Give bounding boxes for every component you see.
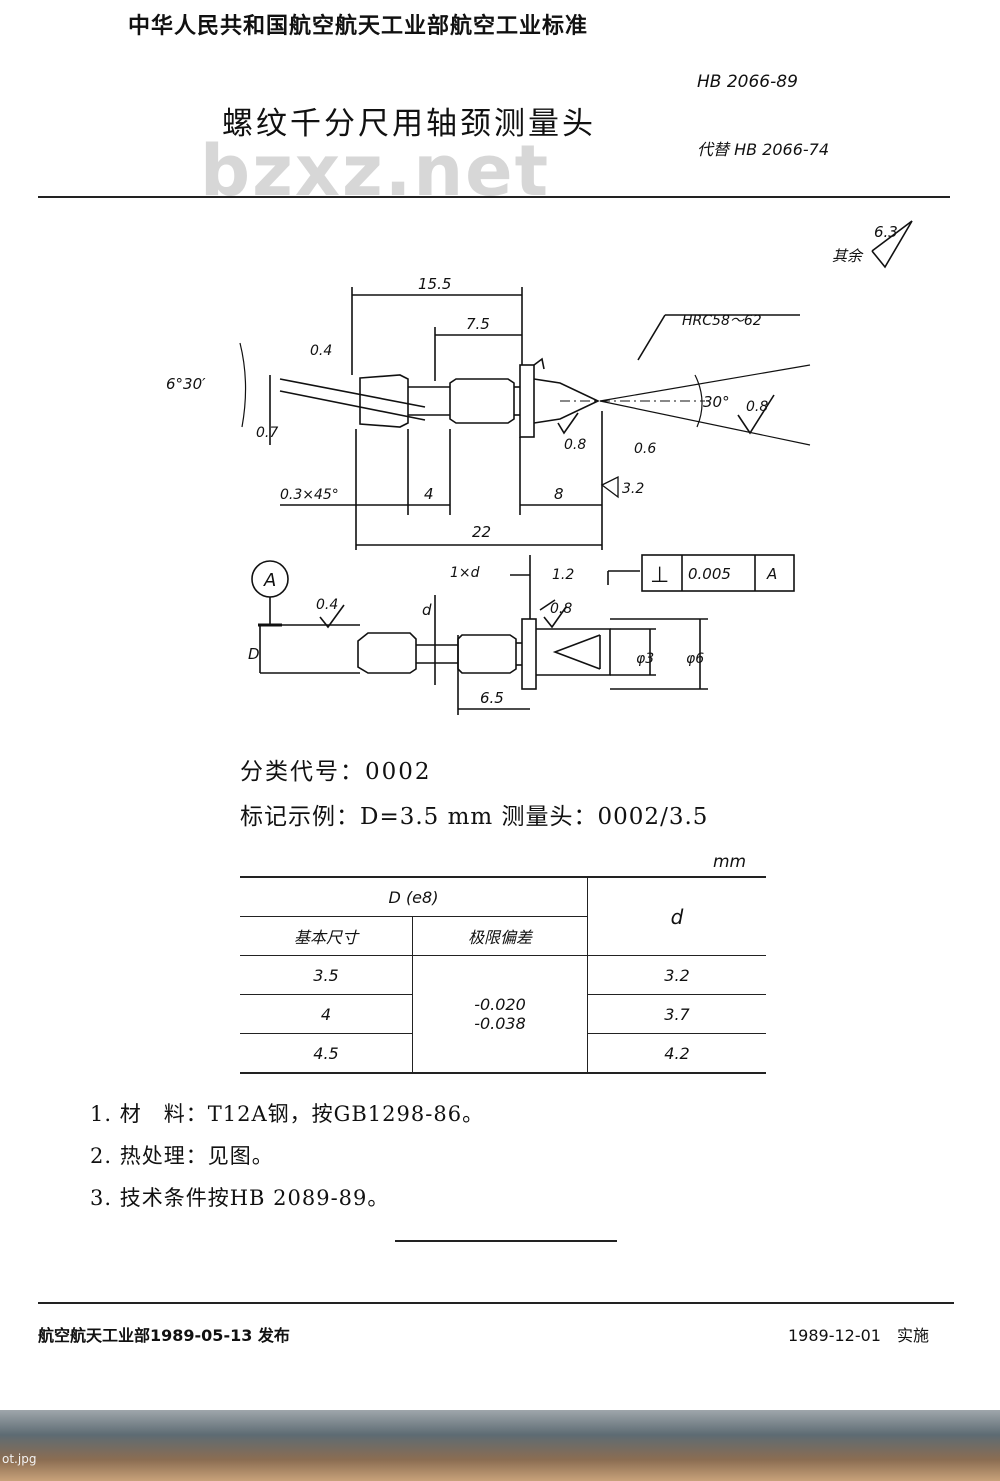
dim-4: 4	[424, 485, 434, 503]
dim-0-6: 0.6	[634, 441, 656, 457]
issuing-organization: 中华人民共和国航空航天工业部航空工业标准	[128, 14, 589, 39]
groove-spec: 1×d	[450, 565, 480, 581]
dim-7-5: 7.5	[466, 315, 490, 333]
hardness-spec: HRC58～62	[682, 313, 762, 329]
classification-code: 分类代号：0002	[240, 759, 432, 785]
tolerance-value: 0.005	[688, 565, 731, 583]
tolerance-frame	[641, 554, 795, 592]
perpendicularity-symbol: ⊥	[650, 563, 669, 588]
pin-flange	[519, 364, 535, 438]
replaces-standard: 代替 HB 2066-74	[697, 140, 830, 159]
pin-cone-tip	[533, 378, 600, 424]
issue-date: 航空航天工业部1989-05-13 发布	[38, 1326, 290, 1345]
dim-6-5: 6.5	[480, 689, 504, 707]
note-heat-treatment: 2. 热处理：见图。	[90, 1144, 274, 1168]
pin-end-bottom-view	[357, 632, 417, 674]
dim-0-4-top: 0.4	[310, 343, 332, 359]
roughness-0-4: 0.4	[316, 597, 338, 613]
d-cell: 3.2	[587, 955, 766, 995]
datum-label-a: A	[263, 570, 276, 591]
roughness-0-8-a: 0.8	[746, 399, 768, 415]
roughness-other-label: 其余	[832, 247, 864, 265]
effective-date: 1989-12-01 实施	[788, 1326, 929, 1345]
basic-size-cell: 3.5	[240, 955, 413, 995]
pin-journal	[449, 378, 515, 424]
basic-size-cell: 4.5	[240, 1033, 413, 1073]
dim-phi-3: φ3	[636, 651, 654, 667]
marking-example: 标记示例：D=3.5 mm 测量头：0002/3.5	[240, 804, 709, 830]
basic-size-cell: 4	[240, 994, 413, 1034]
footer-rule	[38, 1302, 954, 1304]
dimension-table: D (e8) d 基本尺寸 极限偏差 3.5 -0.020 -0.038 3.2…	[240, 876, 766, 1074]
deviation-lower: -0.038	[474, 1014, 526, 1033]
dim-8: 8	[554, 485, 564, 503]
header-d: d	[587, 877, 766, 956]
deviation-cell: -0.020 -0.038	[412, 955, 588, 1073]
table-row: 4 3.7	[240, 994, 766, 1034]
watermark: bzxz.net	[200, 130, 551, 212]
desktop-background-strip	[0, 1410, 1000, 1481]
header-basic-size: 基本尺寸	[240, 916, 413, 956]
pin-knurled-end	[359, 374, 409, 428]
tolerance-datum: A	[766, 565, 777, 583]
roughness-0-8-bottom: 0.8	[550, 601, 572, 617]
standard-number: HB 2066-89	[697, 72, 798, 92]
dim-22: 22	[472, 523, 491, 541]
chamfer-spec: 0.3×45°	[280, 487, 339, 503]
note-technical-conditions: 3. 技术条件按HB 2089-89。	[90, 1186, 390, 1210]
roughness-other-value: 6.3	[874, 223, 898, 241]
angle-30: 30°	[703, 393, 730, 411]
dim-phi-6: φ6	[686, 651, 704, 667]
pin-flange-bottom-view	[521, 618, 537, 690]
roughness-symbol	[871, 220, 913, 269]
deviation-upper: -0.020	[474, 995, 526, 1014]
d-cell: 3.7	[587, 994, 766, 1034]
notes-end-rule	[395, 1240, 617, 1242]
d-cell: 4.2	[664, 1043, 690, 1063]
taskbar-file-label[interactable]: ot.jpg	[2, 1452, 37, 1466]
roughness-3-2: 3.2	[622, 481, 644, 497]
dim-1-2: 1.2	[552, 567, 574, 583]
table-row: 3.5 -0.020 -0.038 3.2	[240, 955, 766, 1073]
table-row: 4.5 4.2	[240, 1033, 766, 1073]
document-title: 螺纹千分尺用轴颈测量头	[222, 106, 596, 142]
dim-D: D	[248, 645, 260, 663]
dim-15-5: 15.5	[418, 275, 451, 293]
header-group-D: D (e8)	[240, 877, 588, 917]
pin-journal-bottom-view	[457, 634, 517, 674]
header-rule	[38, 196, 950, 198]
pin-tip-bottom-view	[536, 628, 611, 676]
note-material: 1. 材 料：T12A钢，按GB1298-86。	[90, 1102, 485, 1126]
roughness-0-8-b: 0.8	[564, 437, 586, 453]
table-unit: mm	[713, 852, 747, 872]
technical-drawing: 其余 6.3 15.5 7.5 HRC58～62 6°30′ 0.4 0.7 3…	[166, 220, 913, 715]
dim-d: d	[422, 601, 432, 619]
angle-6-30: 6°30′	[166, 375, 206, 393]
header-deviation: 极限偏差	[412, 916, 588, 956]
dim-0-7: 0.7	[256, 425, 278, 441]
